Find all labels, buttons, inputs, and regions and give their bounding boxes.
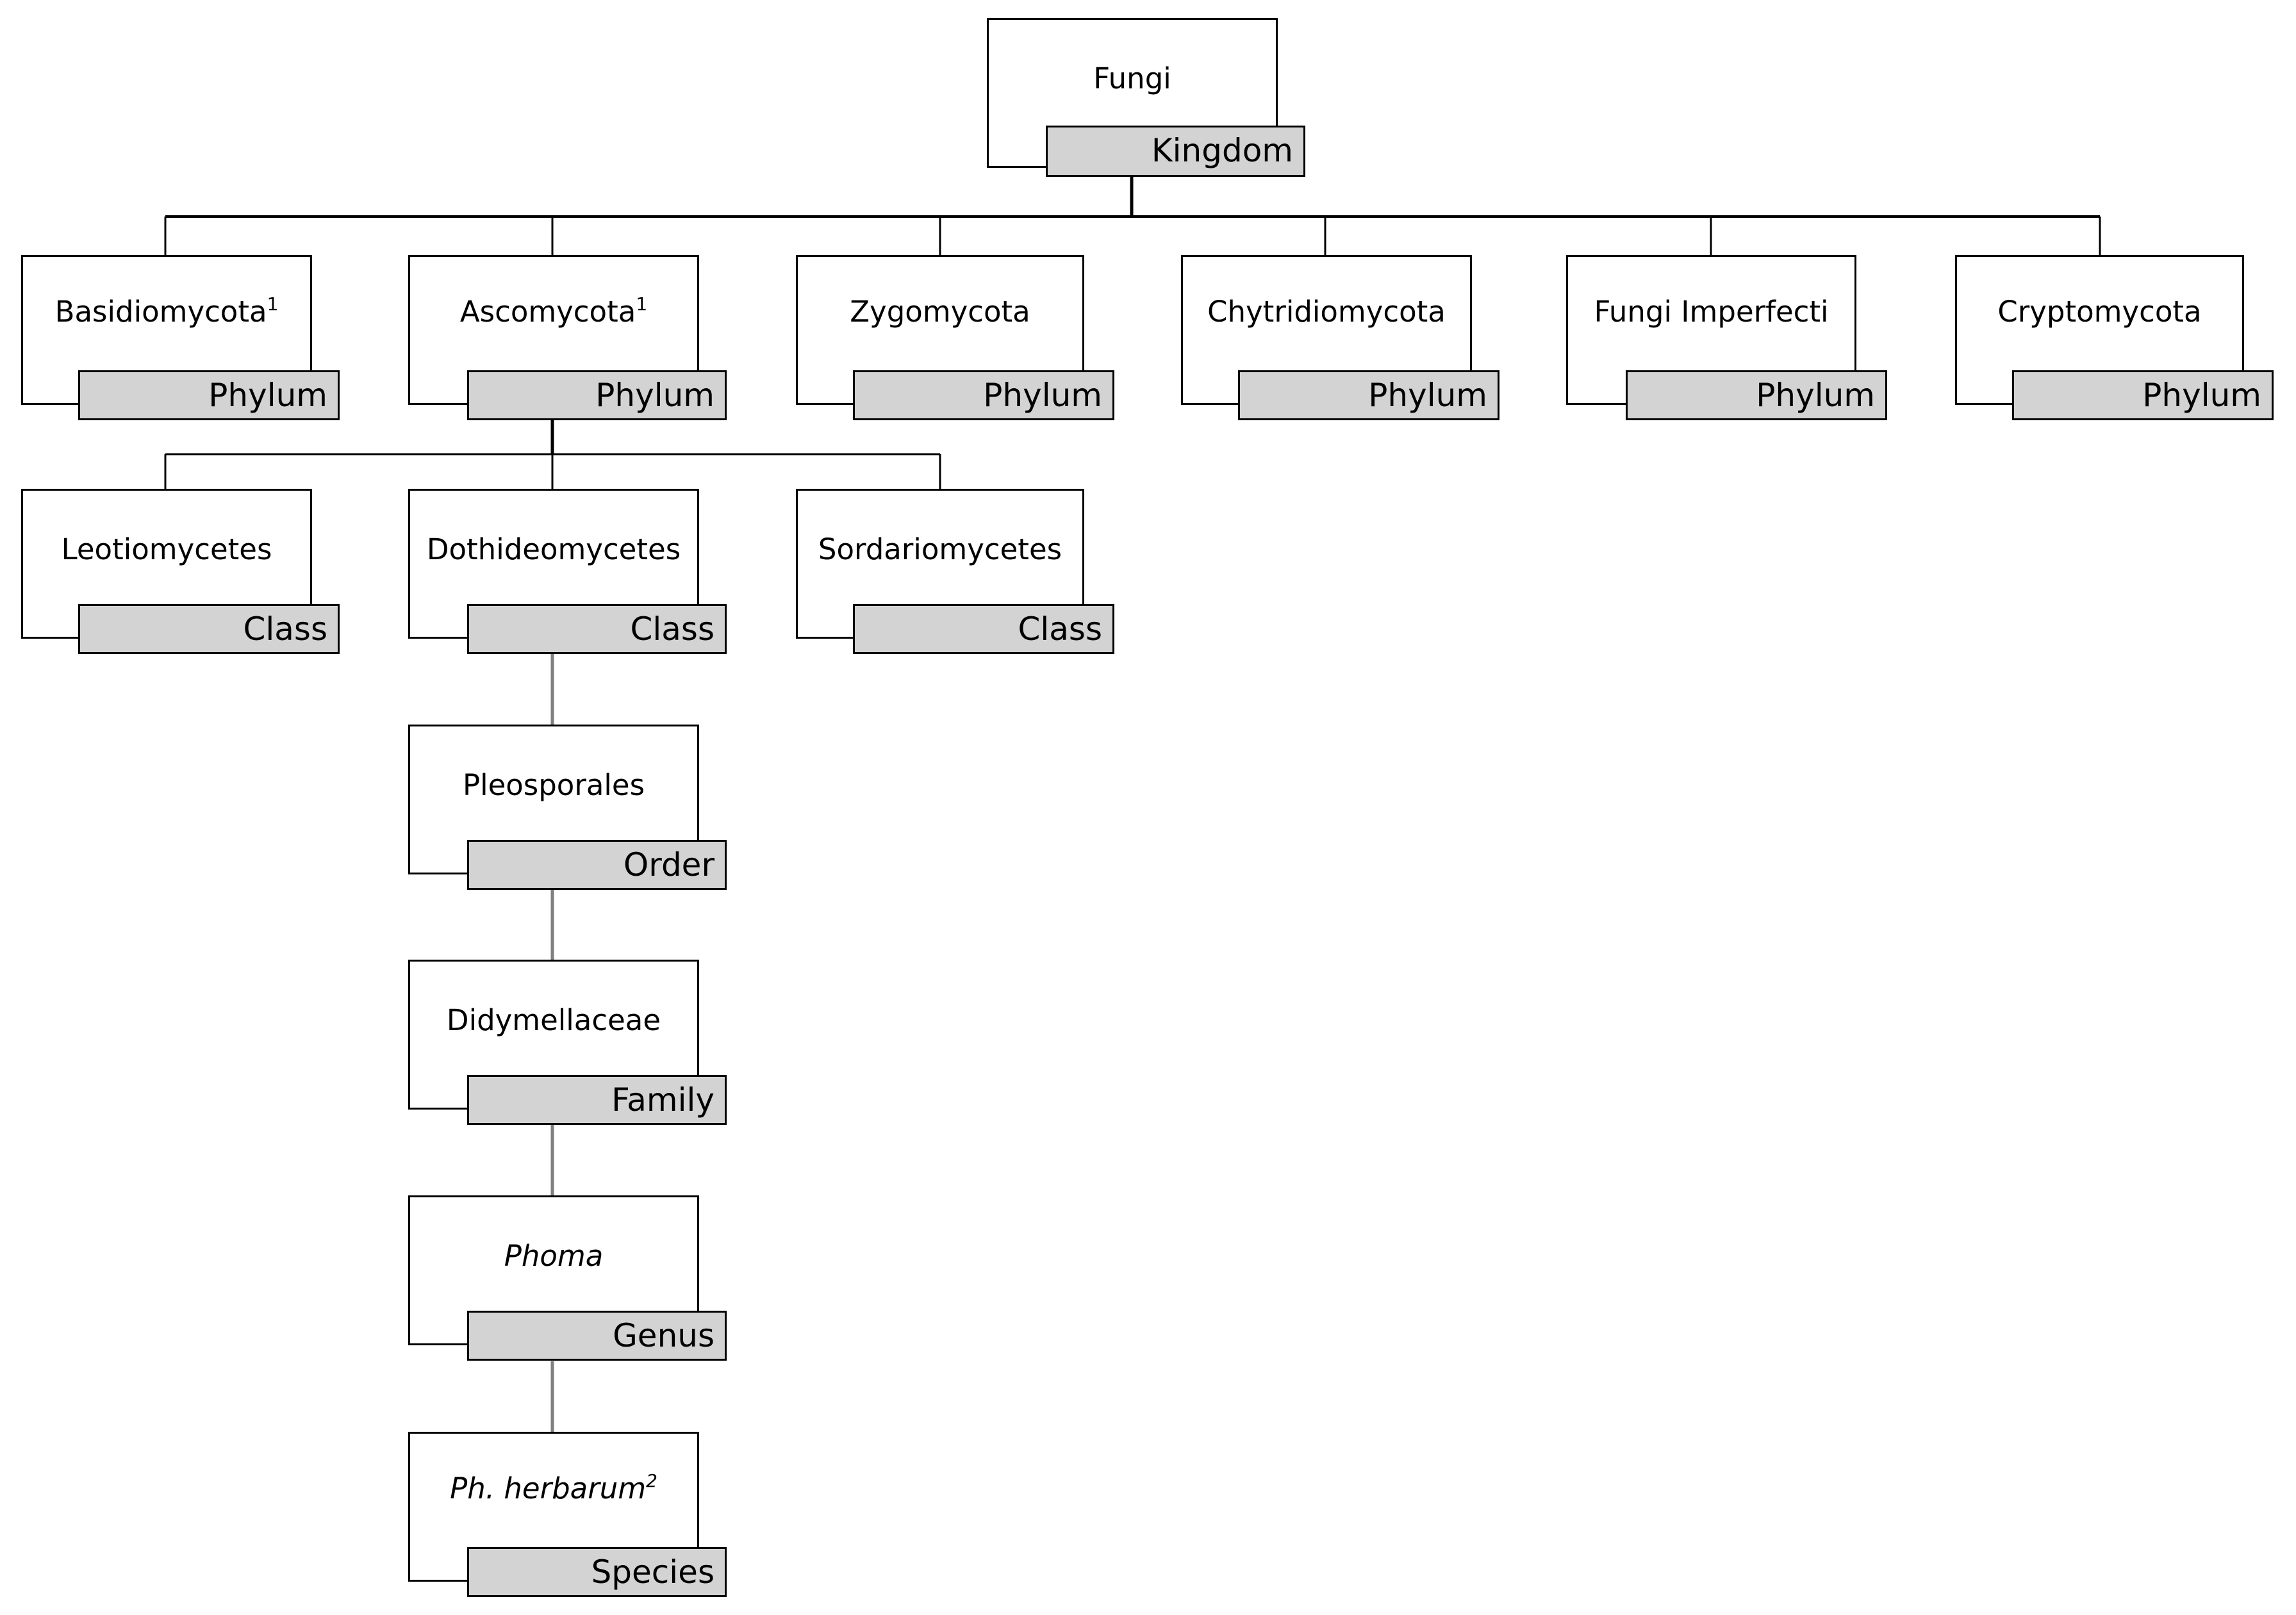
node-name: Ph. herbarum2	[450, 1470, 657, 1505]
rank-label: Class	[467, 604, 727, 654]
rank-label: Order	[467, 840, 727, 890]
node-name: Chytridiomycota	[1207, 295, 1446, 329]
rank-label: Kingdom	[1046, 126, 1305, 177]
node-name: Sordariomycetes	[818, 532, 1062, 566]
node-name: Zygomycota	[850, 295, 1030, 329]
node-name: Cryptomycota	[1997, 295, 2202, 329]
rank-label: Genus	[467, 1311, 727, 1361]
rank-label: Phylum	[2012, 370, 2274, 420]
rank-label: Phylum	[1238, 370, 1499, 420]
rank-label: Species	[467, 1547, 727, 1597]
rank-label: Class	[78, 604, 340, 654]
rank-label: Class	[853, 604, 1114, 654]
node-name: Dothideomycetes	[426, 532, 681, 566]
rank-label: Phylum	[467, 370, 727, 420]
node-name: Phoma	[504, 1239, 604, 1273]
rank-label: Phylum	[853, 370, 1114, 420]
node-name: Basidiomycota1	[54, 293, 279, 329]
node-name: Fungi	[1093, 61, 1171, 95]
node-name: Leotiomycetes	[61, 532, 272, 566]
rank-label: Family	[467, 1075, 727, 1125]
node-name: Fungi Imperfecti	[1594, 295, 1829, 329]
rank-label: Phylum	[1626, 370, 1887, 420]
rank-label: Phylum	[78, 370, 340, 420]
node-name: Pleosporales	[462, 768, 645, 802]
node-name: Didymellaceae	[446, 1003, 661, 1037]
node-name: Ascomycota1	[459, 293, 648, 329]
